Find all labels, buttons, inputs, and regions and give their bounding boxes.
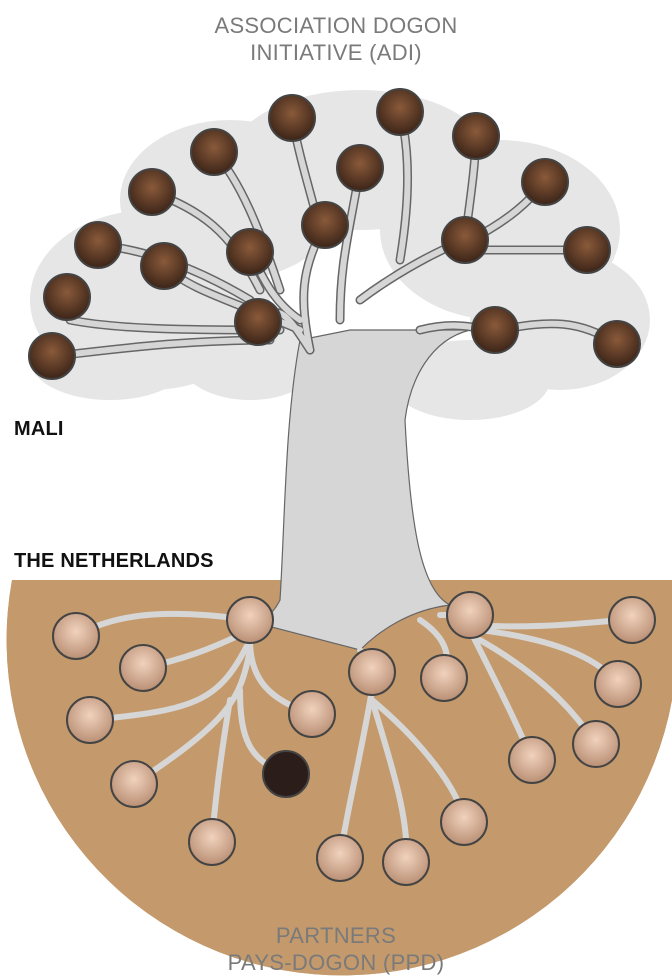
ppd-title: PARTNERS PAYS-DOGON (PPD) [0, 922, 672, 976]
ppd-member-portrait [608, 596, 656, 644]
adi-member-portrait [301, 201, 349, 249]
ppd-members [52, 591, 656, 886]
adi-member-portrait [140, 242, 188, 290]
tree-trunk [244, 329, 471, 651]
adi-member-portrait [43, 273, 91, 321]
adi-member-portrait [441, 216, 489, 264]
adi-member-portrait [521, 158, 569, 206]
adi-member-portrait [74, 221, 122, 269]
adi-member-portrait [226, 228, 274, 276]
soil-ground-left [6, 580, 672, 976]
ppd-member-portrait [382, 838, 430, 886]
adi-title-line2: INITIATIVE (ADI) [250, 40, 422, 65]
adi-title: ASSOCIATION DOGON INITIATIVE (ADI) [0, 12, 672, 66]
ppd-member-portrait [508, 736, 556, 784]
adi-member-portrait [336, 144, 384, 192]
adi-member-portrait [28, 332, 76, 380]
ppd-member-portrait [288, 690, 336, 738]
ppd-member-portrait [572, 720, 620, 768]
ppd-title-line1: PARTNERS [275, 923, 397, 948]
ppd-member-portrait [66, 696, 114, 744]
ppd-member-portrait [594, 660, 642, 708]
mali-label: MALI [14, 418, 64, 440]
ppd-member-portrait [52, 612, 100, 660]
ppd-member-portrait [110, 760, 158, 808]
ppd-member-portrait [446, 591, 494, 639]
adi-member-portrait [268, 94, 316, 142]
ppd-member-portrait [119, 644, 167, 692]
adi-members [28, 88, 641, 380]
adi-member-portrait [128, 168, 176, 216]
adi-member-portrait [452, 112, 500, 160]
adi-member-portrait [190, 128, 238, 176]
adi-member-portrait [471, 306, 519, 354]
adi-member-portrait [563, 226, 611, 274]
ppd-member-portrait [188, 818, 236, 866]
adi-member-portrait [376, 88, 424, 136]
ppd-member-portrait [316, 834, 364, 882]
ppd-title-line2: PAYS-DOGON (PPD) [227, 950, 445, 975]
ppd-member-portrait [262, 750, 310, 798]
adi-title-line1: ASSOCIATION DOGON [214, 13, 458, 38]
ppd-member-portrait [420, 654, 468, 702]
netherlands-label: THE NETHERLANDS [14, 550, 214, 572]
ppd-member-portrait [440, 798, 488, 846]
adi-member-portrait [593, 320, 641, 368]
ppd-member-portrait [226, 596, 274, 644]
adi-member-portrait [234, 298, 282, 346]
ppd-member-portrait [348, 648, 396, 696]
